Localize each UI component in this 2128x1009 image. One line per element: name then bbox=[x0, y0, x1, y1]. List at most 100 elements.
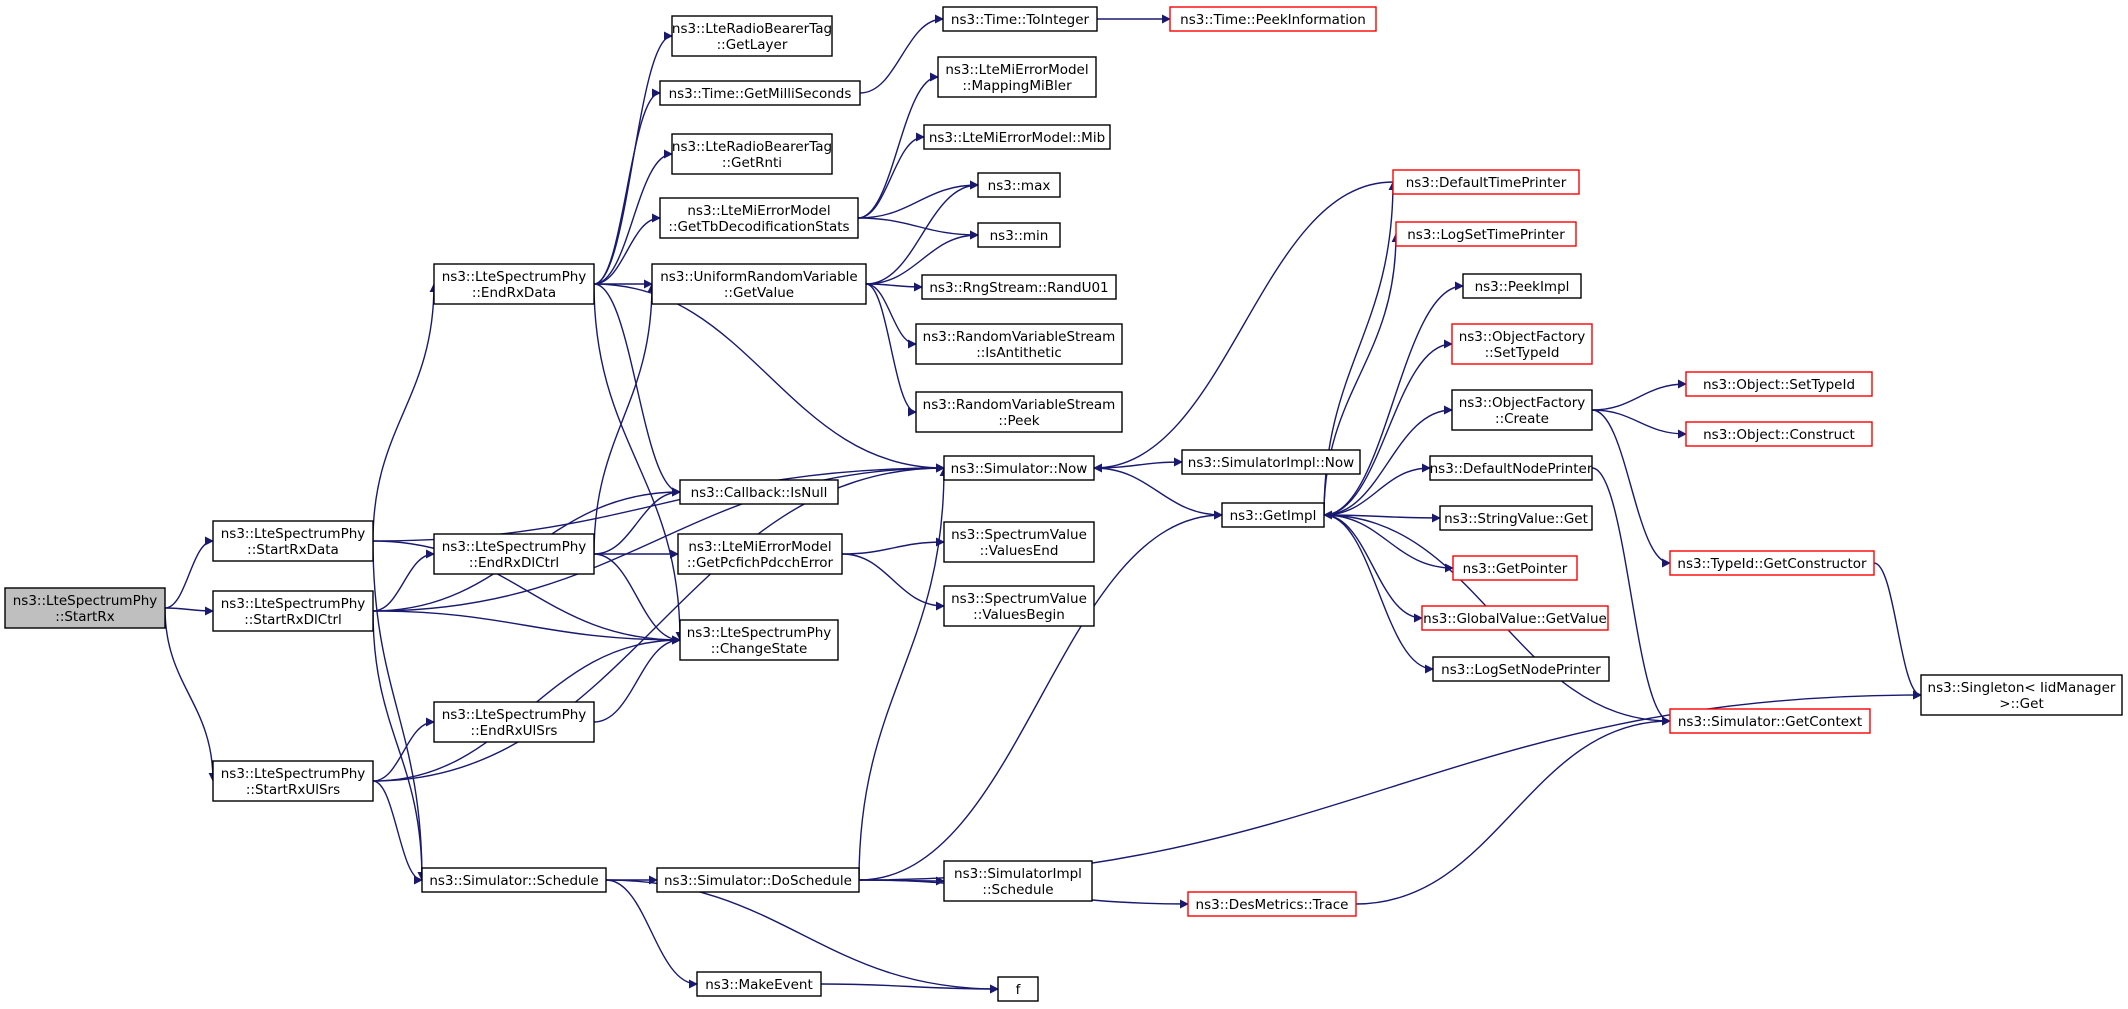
node-isAnti[interactable]: ns3::RandomVariableStream::IsAntithetic bbox=[915, 323, 1123, 365]
node-desTrace[interactable]: ns3::DesMetrics::Trace bbox=[1187, 891, 1357, 917]
node-box bbox=[4, 587, 166, 629]
node-schedule[interactable]: ns3::Simulator::Schedule bbox=[421, 867, 607, 893]
node-label: ns3::LteSpectrumPhy bbox=[687, 625, 832, 641]
node-urvGetValue[interactable]: ns3::UniformRandomVariable::GetValue bbox=[651, 263, 867, 305]
node-getMilli[interactable]: ns3::Time::GetMilliSeconds bbox=[659, 80, 861, 106]
node-defNode[interactable]: ns3::DefaultNodePrinter bbox=[1429, 455, 1593, 481]
node-label: ns3::DefaultNodePrinter bbox=[1430, 461, 1593, 477]
node-defTime[interactable]: ns3::DefaultTimePrinter bbox=[1392, 169, 1580, 195]
node-getTbDec[interactable]: ns3::LteMiErrorModel::GetTbDecodificatio… bbox=[659, 197, 859, 239]
node-label: ::Peek bbox=[998, 413, 1039, 429]
node-box bbox=[943, 455, 1095, 481]
node-randU01[interactable]: ns3::RngStream::RandU01 bbox=[921, 274, 1117, 300]
edge-startRxDlCtrl-to-changeState bbox=[372, 610, 681, 645]
edge-ofCreate-to-objSetType bbox=[1591, 379, 1687, 411]
node-makeEvent[interactable]: ns3::MakeEvent bbox=[696, 971, 822, 997]
node-label: ns3::GetPointer bbox=[1463, 561, 1568, 577]
node-peekInfo[interactable]: ns3::Time::PeekInformation bbox=[1169, 6, 1377, 32]
node-startRxUlSrs[interactable]: ns3::LteSpectrumPhy::StartRxUlSrs bbox=[212, 760, 374, 802]
node-label: ::Create bbox=[1495, 411, 1549, 427]
node-label: ns3::LteSpectrumPhy bbox=[442, 707, 587, 723]
node-label: ns3::LteSpectrumPhy bbox=[221, 766, 366, 782]
node-ofCreate[interactable]: ns3::ObjectFactory::Create bbox=[1451, 389, 1593, 431]
node-mappingMi[interactable]: ns3::LteMiErrorModel::MappingMiBler bbox=[937, 56, 1097, 98]
node-toInteger[interactable]: ns3::Time::ToInteger bbox=[942, 6, 1098, 32]
edge-endRxDlCtrl-to-changeState bbox=[593, 553, 681, 645]
node-label: ns3::LteSpectrumPhy bbox=[13, 593, 158, 609]
node-box bbox=[1451, 389, 1593, 431]
node-getPointer[interactable]: ns3::GetPointer bbox=[1452, 555, 1578, 581]
node-logSetTime[interactable]: ns3::LogSetTimePrinter bbox=[1395, 221, 1577, 247]
node-ofSetType[interactable]: ns3::ObjectFactory::SetTypeId bbox=[1451, 323, 1593, 365]
node-getRnti[interactable]: ns3::LteRadioBearerTag::GetRnti bbox=[671, 133, 833, 175]
node-f[interactable]: f bbox=[997, 976, 1039, 1002]
node-label: ns3::MakeEvent bbox=[705, 977, 813, 993]
edge-getImpl-to-ofCreate bbox=[1323, 405, 1453, 516]
node-startRxData[interactable]: ns3::LteSpectrumPhy::StartRxData bbox=[212, 520, 374, 562]
node-endRxDlCtrl[interactable]: ns3::LteSpectrumPhy::EndRxDlCtrl bbox=[433, 533, 595, 575]
node-label: ns3::SimulatorImpl bbox=[954, 866, 1082, 882]
node-box bbox=[1451, 323, 1593, 365]
node-label: ns3::Time::GetMilliSeconds bbox=[669, 86, 852, 102]
node-changeState[interactable]: ns3::LteSpectrumPhy::ChangeState bbox=[679, 619, 839, 661]
edge-ofCreate-to-getCtor bbox=[1591, 409, 1671, 568]
node-label: ::StartRx bbox=[55, 609, 114, 625]
node-box bbox=[1421, 605, 1609, 631]
node-label: ns3::RngStream::RandU01 bbox=[929, 280, 1108, 296]
node-valuesEnd[interactable]: ns3::SpectrumValue::ValuesEnd bbox=[943, 521, 1095, 563]
node-box bbox=[937, 56, 1097, 98]
edge-getMilli-to-toInteger bbox=[859, 14, 944, 94]
node-box bbox=[942, 6, 1098, 32]
node-box bbox=[1429, 455, 1593, 481]
node-label: ::StartRxDlCtrl bbox=[244, 612, 342, 628]
node-label: ns3::Simulator::GetContext bbox=[1678, 714, 1862, 730]
edge-getTbDec-to-mappingMi bbox=[857, 72, 939, 219]
node-objConstruct[interactable]: ns3::Object::Construct bbox=[1685, 421, 1873, 447]
edge-getTbDec-to-min bbox=[857, 217, 979, 240]
node-label: ns3::Simulator::Schedule bbox=[429, 873, 598, 889]
node-label: >::Get bbox=[1999, 696, 2043, 712]
node-label: ns3::Time::ToInteger bbox=[951, 12, 1090, 28]
node-isNull[interactable]: ns3::Callback::IsNull bbox=[679, 479, 839, 505]
node-box bbox=[1669, 708, 1871, 734]
node-startRxDlCtrl[interactable]: ns3::LteSpectrumPhy::StartRxDlCtrl bbox=[212, 590, 374, 632]
node-peek[interactable]: ns3::RandomVariableStream::Peek bbox=[915, 391, 1123, 433]
node-getLayer[interactable]: ns3::LteRadioBearerTag::GetLayer bbox=[671, 15, 833, 57]
node-valuesBegin[interactable]: ns3::SpectrumValue::ValuesBegin bbox=[943, 585, 1095, 627]
node-label: ns3::Callback::IsNull bbox=[691, 485, 828, 501]
edge-startRxDlCtrl-to-endRxDlCtrl bbox=[372, 549, 435, 612]
node-max[interactable]: ns3::max bbox=[977, 172, 1061, 198]
node-singleton[interactable]: ns3::Singleton< IidManager >::Get bbox=[1920, 674, 2123, 716]
node-getPcfich[interactable]: ns3::LteMiErrorModel::GetPcfichPdcchErro… bbox=[677, 533, 843, 575]
node-implSchedule[interactable]: ns3::SimulatorImpl::Schedule bbox=[943, 860, 1093, 902]
node-simNow[interactable]: ns3::Simulator::Now bbox=[943, 455, 1095, 481]
node-min[interactable]: ns3::min bbox=[977, 222, 1061, 248]
node-box bbox=[1439, 505, 1593, 531]
node-getCtor[interactable]: ns3::TypeId::GetConstructor bbox=[1669, 550, 1875, 576]
node-label: ns3::LogSetNodePrinter bbox=[1441, 662, 1601, 678]
node-doSchedule[interactable]: ns3::Simulator::DoSchedule bbox=[656, 867, 860, 893]
node-peekImpl[interactable]: ns3::PeekImpl bbox=[1462, 273, 1582, 299]
node-label: ::GetLayer bbox=[717, 37, 788, 53]
node-label: ::EndRxUlSrs bbox=[471, 723, 558, 739]
node-endRxUlSrs[interactable]: ns3::LteSpectrumPhy::EndRxUlSrs bbox=[433, 701, 595, 743]
call-nodes: ns3::LteSpectrumPhy::StartRxns3::LteSpec… bbox=[4, 6, 2123, 1002]
node-endRxData[interactable]: ns3::LteSpectrumPhy::EndRxData bbox=[433, 263, 595, 305]
edge-defTime-to-simNow bbox=[1093, 181, 1394, 473]
node-globalGet[interactable]: ns3::GlobalValue::GetValue bbox=[1421, 605, 1609, 631]
node-objSetType[interactable]: ns3::Object::SetTypeId bbox=[1685, 371, 1873, 397]
edge-startRxUlSrs-to-endRxUlSrs bbox=[372, 717, 435, 782]
node-logSetNode[interactable]: ns3::LogSetNodePrinter bbox=[1432, 656, 1610, 682]
node-box bbox=[212, 760, 374, 802]
node-label: ::StartRxData bbox=[247, 542, 339, 558]
node-label: ns3::LteRadioBearerTag bbox=[672, 21, 832, 37]
node-label: ::GetValue bbox=[724, 285, 794, 301]
node-box bbox=[1432, 656, 1610, 682]
node-mib[interactable]: ns3::LteMiErrorModel::Mib bbox=[923, 124, 1111, 150]
node-getContext[interactable]: ns3::Simulator::GetContext bbox=[1669, 708, 1871, 734]
node-strGet[interactable]: ns3::StringValue::Get bbox=[1439, 505, 1593, 531]
node-getImpl[interactable]: ns3::GetImpl bbox=[1221, 502, 1325, 528]
node-implNow[interactable]: ns3::SimulatorImpl::Now bbox=[1181, 449, 1361, 475]
node-box bbox=[1452, 555, 1578, 581]
